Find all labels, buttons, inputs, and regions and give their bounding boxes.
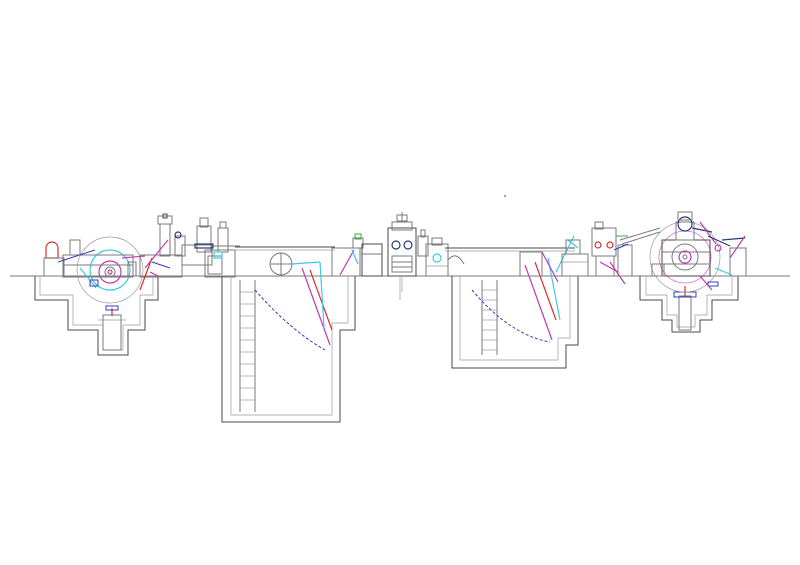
ref-dot xyxy=(504,195,506,197)
recoiler-machine xyxy=(649,211,747,293)
exit-loop-pit xyxy=(451,251,579,369)
uncoiler-machine xyxy=(43,236,146,304)
entry-section xyxy=(139,213,240,291)
tension-section xyxy=(555,221,661,285)
slitter-section xyxy=(331,212,449,292)
entry-loop-pit xyxy=(221,252,356,423)
uncoiler-foundation xyxy=(34,276,159,356)
recoiler-foundation xyxy=(639,276,739,333)
